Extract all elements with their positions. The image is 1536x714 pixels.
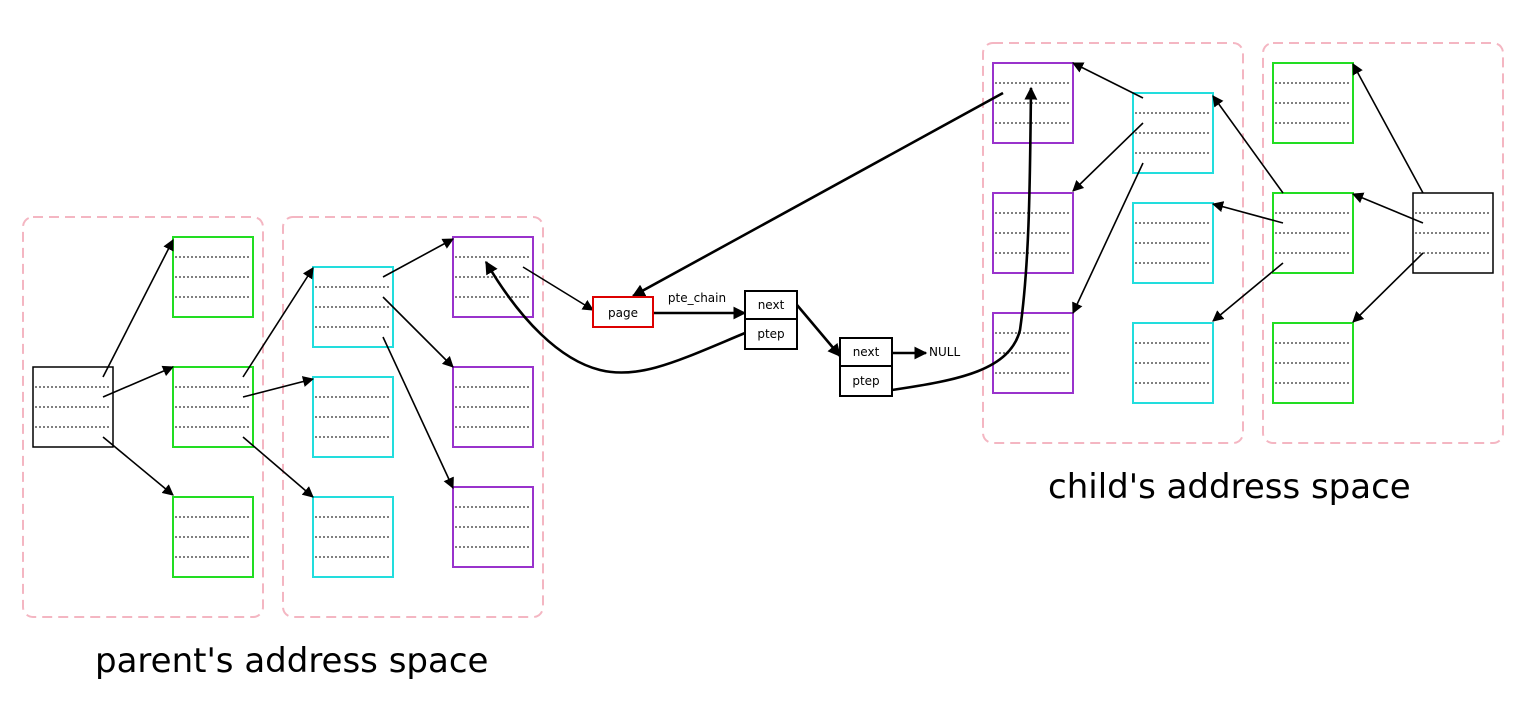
- child-pte-table-2: [1132, 202, 1214, 284]
- child-pgd: [1412, 192, 1494, 274]
- pte-chain-node-2: next ptep: [839, 337, 893, 397]
- page-label: page: [608, 306, 638, 320]
- child-pte-table-1: [1132, 92, 1214, 174]
- pte-chain-label: pte_chain: [668, 291, 726, 305]
- node2-ptep-cell: [839, 365, 893, 397]
- node2-next-label: next: [853, 345, 880, 359]
- parent-page-frame-3: [452, 486, 534, 568]
- pte-chain-node-1: next ptep: [744, 290, 798, 350]
- arrow-pmd-to-pte-2: [242, 376, 315, 398]
- arrow-child-pgd-to-pmd-2: [1351, 192, 1424, 224]
- arrow-child-pgd-to-pmd-3: [1352, 252, 1424, 323]
- node2-next-cell: [839, 337, 893, 367]
- arrow-child-frame-to-page: [631, 91, 1004, 298]
- arrow-pgd-to-pmd-2: [102, 365, 175, 398]
- parent-pte-table-3: [312, 496, 394, 578]
- child-pmd-2: [1272, 192, 1354, 274]
- child-page-frame-3: [992, 312, 1074, 394]
- parent-page-frame-2: [452, 366, 534, 448]
- arrow-pmd-to-pte-3: [242, 436, 314, 498]
- parent-pte-table-2: [312, 376, 394, 458]
- node2-ptep-label: ptep: [852, 374, 879, 388]
- parent-page-frame-1: [452, 236, 534, 318]
- node1-ptep-label: ptep: [757, 327, 784, 341]
- arrow-pte-to-frame-2: [382, 296, 454, 368]
- arrow-child-pte-to-frame-2: [1072, 122, 1144, 192]
- pointer-arrows: [102, 62, 1424, 498]
- arrow-child-pte-to-frame-1: [1071, 62, 1144, 99]
- child-regions: [982, 42, 1504, 444]
- child-region-2: [1262, 42, 1504, 444]
- arrow-child-pgd-to-pmd-1: [1352, 63, 1424, 194]
- child-region-1: [982, 42, 1244, 444]
- arrow-next-to-node2: [796, 304, 841, 357]
- parent-caption: parent's address space: [95, 641, 488, 681]
- child-page-frame-1: [992, 62, 1074, 144]
- arrow-ptep-to-child-pte: [891, 86, 1038, 392]
- arrow-pgd-to-pmd-3: [102, 436, 174, 496]
- arrow-ptep-to-parent-pte: [484, 260, 746, 374]
- parent-regions: [22, 216, 544, 618]
- parent-pmd-3: [172, 496, 254, 578]
- arrow-child-pmd-to-pte-1: [1212, 95, 1284, 194]
- arrow-pte-to-frame-1: [382, 238, 454, 278]
- page-tables: [32, 62, 1494, 578]
- child-caption: child's address space: [1048, 467, 1411, 507]
- child-page-frame-2: [992, 192, 1074, 274]
- child-pmd-3: [1272, 322, 1354, 404]
- parent-region-1: [22, 216, 264, 618]
- child-pte-table-3: [1132, 322, 1214, 404]
- arrow-pgd-to-pmd-1: [102, 239, 174, 378]
- arrow-frame-to-page: [522, 266, 594, 311]
- child-pmd-1: [1272, 62, 1354, 144]
- arrow-child-pmd-to-pte-2: [1211, 201, 1284, 224]
- arrow-child-pmd-to-pte-3: [1212, 262, 1284, 322]
- parent-pmd-1: [172, 236, 254, 318]
- parent-pmd-2: [172, 366, 254, 448]
- parent-pgd: [32, 366, 114, 448]
- arrow-pte-to-frame-3: [382, 336, 454, 490]
- null-label: NULL: [929, 345, 960, 359]
- parent-region-2: [282, 216, 544, 618]
- parent-pte-table-1: [312, 266, 394, 348]
- page-struct-box: [592, 296, 654, 328]
- node1-next-cell: [744, 290, 798, 320]
- node1-ptep-cell: [744, 318, 798, 350]
- arrow-pmd-to-pte-1: [242, 267, 314, 378]
- arrow-child-pte-to-frame-3: [1072, 162, 1144, 315]
- node1-next-label: next: [758, 298, 785, 312]
